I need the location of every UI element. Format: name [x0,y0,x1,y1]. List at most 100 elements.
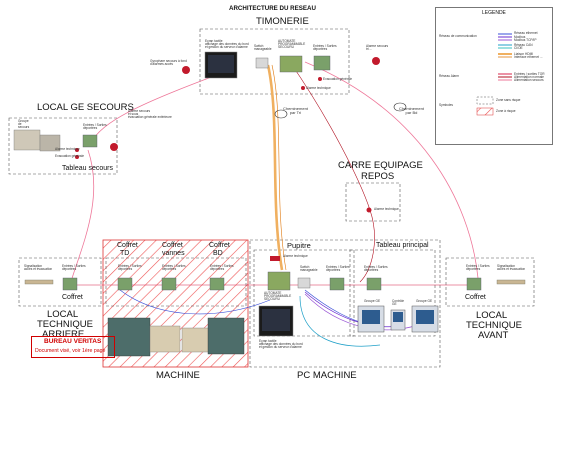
cable-alim-normale [289,61,375,283]
label-sig-avant: Signalisation accès et évacuation [497,264,526,272]
alarme-secours [75,148,79,152]
zone-title-local-avant-3: AVANT [478,330,509,341]
zone-carre-equipage [345,182,401,222]
entrees-pupitre [329,277,345,291]
signalisation-arriere [24,279,54,285]
label-automate-pupitre: AUTOMATE PROGRAMMABLE SECOURU [264,291,292,302]
cheminement-tri-marker [274,109,288,119]
evac-secours [75,155,79,159]
zone-title-local-arriere-2: TECHNIQUE [37,319,93,330]
entrees-secours [82,134,98,148]
moteur-3 [181,327,213,353]
label-groupe-ge2: Groupe GE [416,299,433,303]
coffret-vannes-device [161,277,177,291]
alarme-pupitre [270,256,280,261]
label-alarme-pupitre: Alarme technique [283,254,308,258]
legend-panel [435,7,553,145]
moteur-1 [107,317,151,357]
label-entrees-vannes: Entrées / Sorties déportées [162,264,186,272]
coffret-vannes-label-1: Coffret [162,242,183,249]
label-switch-timonerie: Switch manageable [254,44,272,52]
zone-title-tableau-principal: Tableau principal [376,242,429,249]
gyrophare-timonerie-right [372,57,380,65]
legend-alarm-2: Alimentation secours [514,77,544,82]
zone-timonerie [199,28,350,95]
diagram-title: ARCHITECTURE DU RESEAU [229,5,316,12]
legend-comm-3: Réseau CAN [514,42,533,47]
label-entrees-arriere: Entrées / Sorties déportées [62,264,86,272]
coffret-arriere-label: Coffret [62,294,83,301]
coffret-arriere-device [62,277,78,291]
coffret-avant-label: Coffret [465,294,486,301]
zone-title-timonerie: TIMONERIE [256,16,309,27]
coffret-td-device [117,277,133,291]
label-gyro-secours: Alarme secours et sous évacuation généra… [128,109,172,120]
legend-comm-2: Modbus TCP/IP [514,38,537,42]
label-entrees-timonerie: Entrées / Sorties déportées [313,44,337,52]
cable-alim-secours [304,61,479,279]
entrees-timonerie [313,55,331,71]
alarme-timonerie [301,86,305,90]
legend-comm-0: Réseau ethernet [514,31,538,35]
zone-pc-machine [249,239,441,368]
legend-sym-1: Zone à risque [496,109,516,113]
label-alarme-carre: Alarme technique [374,207,399,211]
legend-comm-1: Modbus [514,34,526,39]
label-evac-secours: Evacuation générale [55,154,85,158]
gyrophare-timonerie-left [182,66,190,74]
label-sig-arriere: Signalisation accès et évacuation [24,264,53,272]
evac-timonerie [318,77,322,81]
label-entrees-secours: Entrées / Sorties déportées [83,123,107,131]
coffret-avant-device [466,277,482,291]
legend-alarm-0: Entrées / sorties TOR [514,71,545,76]
moteur-2 [149,325,181,353]
cable-can-2 [304,291,401,328]
label-entrees-bd: Entrées / Sorties déportées [210,264,234,272]
groupe-secours [13,129,41,151]
legend-title: LEGENDE [482,10,506,16]
legend-reseau-comm: Réseau de communication [439,34,477,38]
zone-title-machine: MACHINE [156,370,200,381]
label-entrees-pupitre: Entrées / Sorties déportées [326,265,350,273]
coffret-vannes-label-2: vannes [162,250,185,257]
label-entrees-tableau: Entrées / Sorties déportées [364,265,388,273]
label-evac-timonerie: Evacuation générale [323,77,353,81]
coffret-bd-device [209,277,225,291]
label-groupe-secours: Groupe de secours [18,119,30,130]
zone-machine-coffrets [105,257,247,307]
cable-can-4 [299,295,381,347]
switch-pupitre [297,277,311,289]
cable-machine-blue [119,289,271,315]
zone-title-local-arriere-1: LOCAL [47,309,79,320]
label-gyro-timonerie-right: Alarme secours tri ... [366,44,389,52]
zone-title-tableau-secours: Tableau secours [62,165,113,172]
legend-comm-5: Liaison HDMI [514,51,534,56]
zone-local-arriere [18,257,102,307]
cable-alim-secours-3 [69,149,95,286]
zone-title-local-ge-secours: LOCAL GE SECOURS [37,102,134,113]
automate-pupitre [267,271,291,291]
coffret-bd-label-1: Coffret [209,242,230,249]
label-groupe-ge1: Groupe GE [364,299,381,303]
legend-comm-4: CI/OE [514,46,523,50]
alarme-carre [366,207,372,213]
cheminement-bd-marker [393,102,407,112]
zone-title-pupitre: Pupitre [287,241,311,250]
signalisation-avant [496,279,526,285]
label-automate-timonerie: AUTOMATE PROGRAMMABLE SECOURU [278,39,306,50]
zone-title-local-avant-2: TECHNIQUE [466,320,522,331]
coffret-bd-label-2: BD [213,250,223,257]
cheminement-tri-label: Cheminement par Tri [283,106,308,115]
zone-title-carre-equipage: CARRE EQUIPAGE [338,160,423,171]
bureau-veritas-line1: BUREAU VERITAS [44,338,102,345]
label-entrees-avant: Entrées / Sorties déportées [466,264,490,272]
legend-symboles: Symboles [439,103,453,107]
zone-title-repos: REPOS [361,171,395,182]
legend-comm-6: Interface ethernet ... [514,55,543,59]
label-alarme-timonerie: Alarme technique [306,86,331,90]
zone-local-avant [445,257,535,307]
label-ecran-timonerie: Ecran tactile affichage des données du b… [205,39,249,50]
cable-hdmi-timonerie [266,64,284,271]
bureau-veritas-stamp [31,336,115,358]
